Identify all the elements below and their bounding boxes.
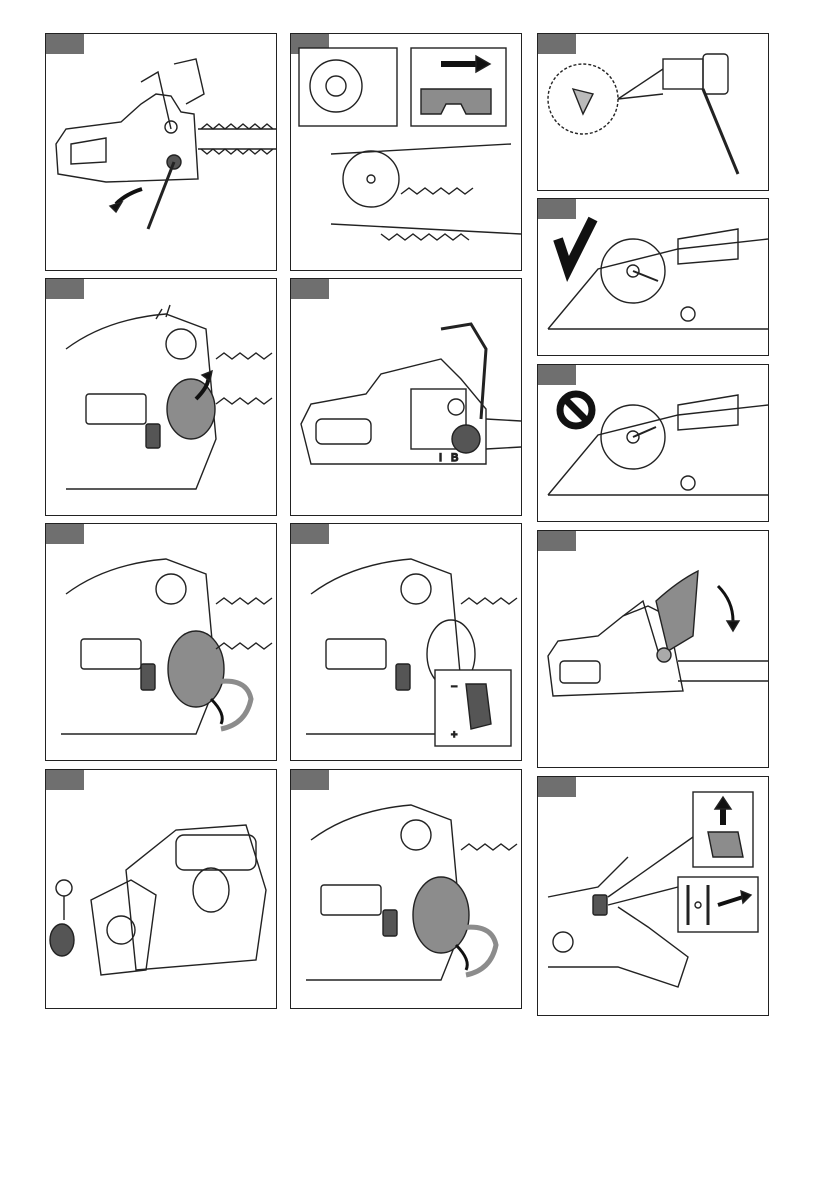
chain-brake-engage-illustration [538,531,769,768]
figure-panel-1 [45,33,277,271]
wrench-illustration [538,34,769,191]
tensioning-wheel-illustration [46,524,277,761]
correct-tightening-illustration [538,199,769,356]
figure-panel-4 [45,278,277,516]
mark-b: B [451,452,458,464]
figure-panel-5: I B [290,278,522,516]
figure-panel-11 [45,769,277,1009]
figure-panel-13 [537,776,769,1016]
figure-panel-7 [537,364,769,522]
figure-panel-2 [290,33,522,271]
prohibited-icon [560,394,592,426]
figure-panel-8 [45,523,277,761]
figure-panel-6 [537,198,769,356]
figure-panel-3 [537,33,769,191]
choke-stop-switch-illustration [538,777,769,1016]
figure-panel-9: − + [290,523,522,761]
chain-detail-illustration [291,34,522,271]
clutch-cover-removed-illustration [46,770,277,1009]
mark-a: I [439,452,442,464]
knob-retighten-illustration [291,770,522,1009]
checkmark-icon [558,219,593,269]
chainsaw-brake-illustration [46,34,277,271]
incorrect-tightening-illustration [538,365,769,522]
figure-panel-10 [537,530,769,768]
figure-panel-12 [290,769,522,1009]
plus-label: + [451,729,457,741]
minus-label: − [451,681,457,693]
clutch-cover-illustration [46,279,277,516]
chain-tensioner-illustration: − + [291,524,522,761]
chainsaw-side-illustration: I B [291,279,522,516]
